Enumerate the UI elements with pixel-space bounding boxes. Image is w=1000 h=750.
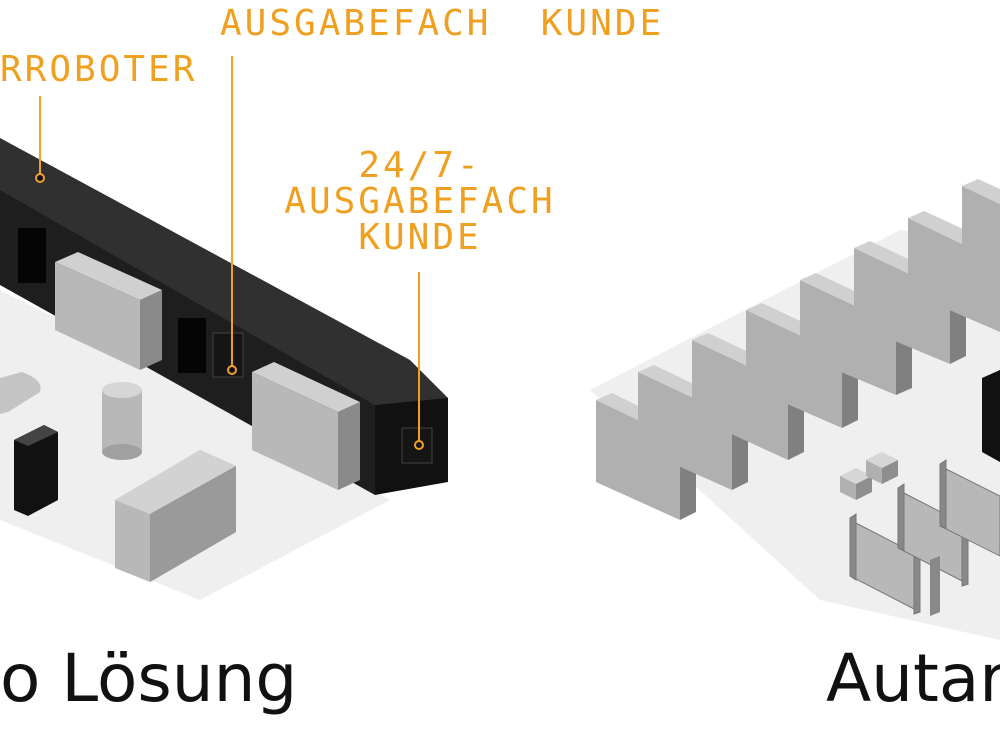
left-floor (0, 290, 390, 600)
left-roller (0, 372, 41, 414)
right-shelves (596, 179, 1000, 520)
bar-slot (18, 228, 46, 283)
left-black-box (14, 425, 58, 516)
label-lagerroboter: RROBOTER (0, 49, 198, 90)
left-shelf-block (252, 362, 360, 490)
caption-left: o Lösung (0, 640, 298, 717)
shelf-row (962, 179, 1000, 272)
callout-dots (35, 173, 424, 450)
workstation-frame (939, 459, 1000, 557)
left-shelf-block (55, 252, 162, 370)
bar-slot (178, 318, 206, 373)
left-low-block (115, 450, 236, 582)
label-ausgabefach-247-line2: AUSGABEFACH (284, 181, 556, 222)
workstation-frame (930, 556, 940, 616)
label-ausgabefach-kunde: AUSGABEFACH KUNDE (220, 3, 665, 44)
label-ausgabefach-247: 24/7- AUSGABEFACH KUNDE (273, 148, 567, 256)
small-cube (866, 452, 898, 484)
label-ausgabefach-247-line3: KUNDE (358, 217, 482, 258)
right-black-block (982, 370, 1000, 462)
small-cube (840, 468, 872, 500)
caption-right: Autar (826, 640, 1000, 717)
label-ausgabefach-247-line1: 24/7- (358, 145, 482, 186)
workstation-frame (849, 513, 921, 615)
left-cylinder (102, 382, 142, 460)
callout-lines (39, 56, 420, 443)
